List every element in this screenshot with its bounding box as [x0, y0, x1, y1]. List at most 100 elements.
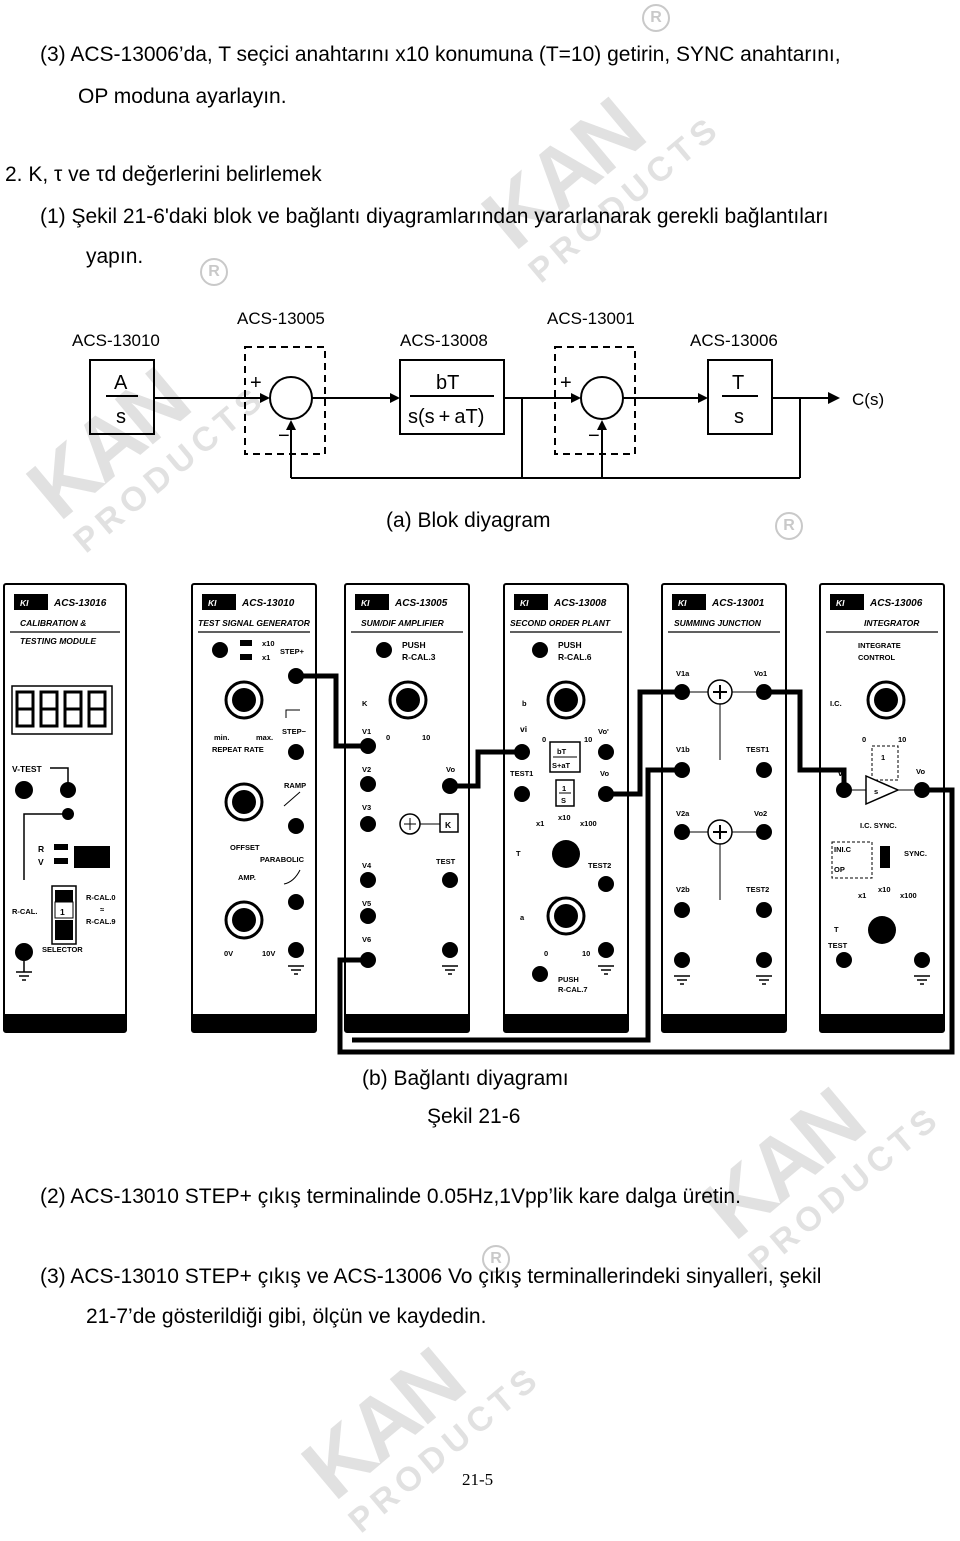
terminal-ground[interactable] [674, 952, 690, 968]
terminal-test2[interactable] [756, 902, 772, 918]
ramp-icon [283, 791, 301, 807]
svg-text:KI: KI [20, 598, 29, 608]
label-op: OP [834, 865, 845, 874]
step3-paragraph: (3) ACS-13010 STEP+ çıkış ve ACS-13006 V… [40, 1265, 822, 1288]
step3-op-paragraph-cont: OP moduna ayarlayın. [78, 85, 287, 108]
terminal-test1[interactable] [514, 786, 530, 802]
label-x1: x1 [262, 653, 270, 662]
caption-a: (a) Blok diyagram [386, 509, 551, 532]
terminal-ground[interactable] [442, 942, 458, 958]
label-k-box: K [445, 820, 452, 830]
label-v-test: V-TEST [12, 764, 43, 774]
terminal-v2b[interactable] [674, 902, 690, 918]
registered-mark: R [642, 4, 670, 32]
terminal-vo-prime[interactable] [598, 744, 614, 760]
tf2-denominator: s(s + aT) [408, 406, 484, 428]
tf1-numerator: A [114, 372, 128, 394]
push-button[interactable] [376, 642, 392, 658]
label-push: PUSH [402, 640, 426, 650]
ground-icon [288, 965, 304, 975]
indicator-led [212, 642, 228, 658]
terminal-v-test[interactable] [15, 781, 33, 799]
terminal-v4[interactable] [360, 872, 376, 888]
svg-text:KI: KI [208, 598, 217, 608]
ki-logo-icon [830, 594, 864, 610]
label-b: b [522, 699, 527, 708]
minus-sign: − [588, 425, 600, 447]
label-max: max. [256, 733, 273, 742]
t-selector-knob[interactable] [552, 840, 580, 868]
wire-plant-to-v1a [606, 689, 682, 797]
terminal-test[interactable] [836, 952, 852, 968]
ground-icon [914, 975, 930, 985]
terminal-r-cal[interactable] [15, 943, 33, 961]
terminal-v2a[interactable] [674, 824, 690, 840]
panel-code: ACS-13016 [53, 598, 107, 609]
ic-switch-box[interactable] [871, 745, 899, 781]
label-s: S [561, 796, 566, 805]
terminal-ground[interactable] [288, 942, 304, 958]
label-acs-13001: ACS-13001 [547, 309, 635, 328]
panel-13010-content: x10 x1 STEP+ min. max. REPEAT RATE STEP−… [212, 639, 307, 975]
panel-code: ACS-13006 [869, 598, 923, 609]
range-switch[interactable] [240, 640, 252, 646]
terminal-ground[interactable] [914, 952, 930, 968]
label-ic-sync: I.C. SYNC. [860, 821, 897, 830]
push-button[interactable] [532, 966, 548, 982]
label-v1: V1 [362, 727, 371, 736]
step1-paragraph-cont: yapın. [86, 245, 144, 268]
label-repeat-rate: REPEAT RATE [212, 745, 264, 754]
terminal-ground[interactable] [756, 952, 772, 968]
label-v2a: V2a [676, 809, 690, 818]
ground-icon [16, 971, 32, 981]
label-v: V [38, 857, 44, 867]
svg-text:KI: KI [361, 598, 370, 608]
registered-mark: R [482, 1245, 510, 1273]
ki-logo-icon [355, 594, 389, 610]
label-v1b: V1b [676, 745, 690, 754]
label-push: PUSH [558, 975, 579, 984]
label-ramp: RAMP [284, 781, 306, 790]
label-vo: Vo [446, 765, 455, 774]
connection-diagram: KI ACS-13016 CALIBRATION & TESTING MODUL… [3, 583, 955, 1055]
label-a-10: 10 [582, 949, 590, 958]
figure-label: Şekil 21-6 [427, 1105, 521, 1128]
wire-vo-to-vi [450, 749, 522, 789]
label-step-plus: STEP+ [280, 647, 305, 656]
label-x10: x10 [558, 813, 571, 822]
label-ic-0: 0 [862, 735, 866, 744]
label-r-cal-9: R-CAL.9 [86, 917, 116, 926]
output-label: C(s) [852, 390, 884, 409]
terminal-test[interactable] [442, 872, 458, 888]
label-t: T [516, 849, 521, 858]
push-button[interactable] [532, 642, 548, 658]
label-amp: AMP. [238, 873, 256, 882]
rv-switch[interactable] [54, 844, 68, 850]
label-acs-13006: ACS-13006 [690, 331, 778, 350]
sync-switch[interactable] [880, 846, 890, 868]
rv-indicator [74, 846, 110, 868]
panel-title: SUM/DIF AMPLIFIER [361, 618, 445, 628]
terminal-v5[interactable] [360, 908, 376, 924]
svg-text:KI: KI [520, 598, 529, 608]
terminal-test2[interactable] [598, 876, 614, 892]
terminal-ramp[interactable] [288, 818, 304, 834]
terminal-v2[interactable] [360, 776, 376, 792]
terminal-test1[interactable] [756, 762, 772, 778]
terminal-step-minus[interactable] [288, 744, 304, 760]
terminal-v3[interactable] [360, 816, 376, 832]
label-approx: ≈ [100, 905, 104, 914]
terminal-ground[interactable] [598, 942, 614, 958]
ground-icon [442, 965, 458, 975]
label-v4: V4 [362, 861, 372, 870]
terminal-parabolic[interactable] [288, 894, 304, 910]
label-vo1: Vo1 [754, 669, 767, 678]
label-x1: x1 [858, 891, 866, 900]
label-parabolic: PARABOLIC [260, 855, 305, 864]
panel-code: ACS-13008 [553, 598, 607, 609]
t-selector-knob[interactable] [868, 916, 896, 944]
label-acs-13005: ACS-13005 [237, 309, 325, 328]
terminal-vo2[interactable] [756, 824, 772, 840]
